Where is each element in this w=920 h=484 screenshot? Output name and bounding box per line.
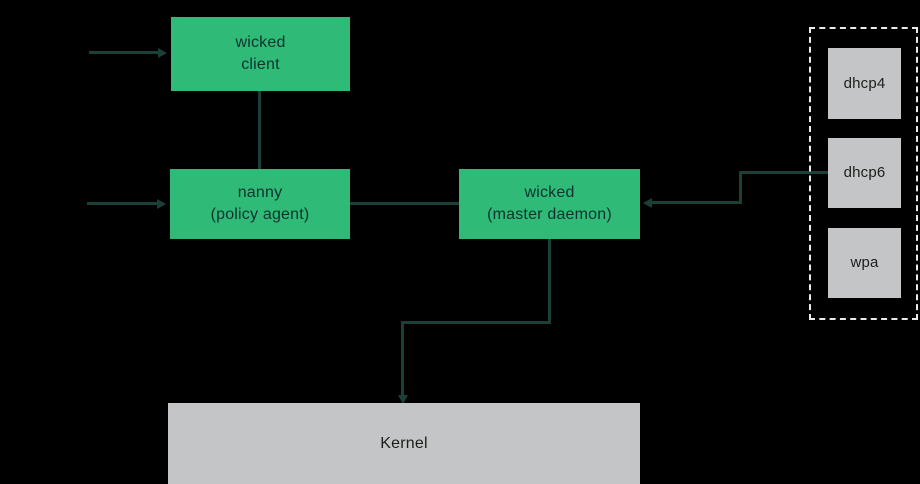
arrowhead-master-dhcp6 <box>643 198 652 208</box>
arrowhead-master-kernel <box>398 395 408 404</box>
node-dhcp6: dhcp6 <box>828 138 901 208</box>
node-dhcp4: dhcp4 <box>828 48 901 119</box>
arrowhead-open-to-nanny <box>157 199 166 209</box>
edge-master-dhcp6-segment-horizontal-2 <box>739 171 829 174</box>
node-wicked-client-label-line2: client <box>241 56 280 73</box>
node-nanny-label-line1: nanny <box>237 184 283 201</box>
arrowhead-open-to-client <box>158 48 167 58</box>
node-wpa-label: wpa <box>850 254 879 271</box>
edge-open-to-client <box>89 51 159 54</box>
edge-master-kernel-segment-vertical-2 <box>401 321 404 397</box>
edge-master-dhcp6-segment-vertical <box>739 171 742 204</box>
node-nanny: nanny (policy agent) <box>170 169 350 239</box>
node-wicked-master-label-line1: wicked <box>524 184 575 201</box>
node-wicked-client: wicked client <box>171 17 350 91</box>
edge-master-kernel-segment-vertical-1 <box>548 239 551 324</box>
edge-open-to-nanny <box>87 202 158 205</box>
edge-master-dhcp6-segment-horizontal-1 <box>652 201 741 204</box>
node-wicked-client-label-line1: wicked <box>235 34 286 51</box>
node-nanny-label-line2: (policy agent) <box>210 206 310 223</box>
node-wicked-master-daemon: wicked (master daemon) <box>459 169 640 239</box>
node-wpa: wpa <box>828 228 901 298</box>
node-kernel: Kernel <box>168 403 640 484</box>
edge-master-kernel-segment-horizontal <box>401 321 551 324</box>
edge-nanny-master <box>350 202 459 205</box>
node-kernel-label: Kernel <box>380 434 428 452</box>
node-dhcp6-label: dhcp6 <box>843 164 886 181</box>
edge-client-nanny <box>258 91 261 169</box>
node-wicked-master-label-line2: (master daemon) <box>487 206 612 223</box>
supplicants-group-border <box>809 27 918 320</box>
node-dhcp4-label: dhcp4 <box>843 74 886 92</box>
